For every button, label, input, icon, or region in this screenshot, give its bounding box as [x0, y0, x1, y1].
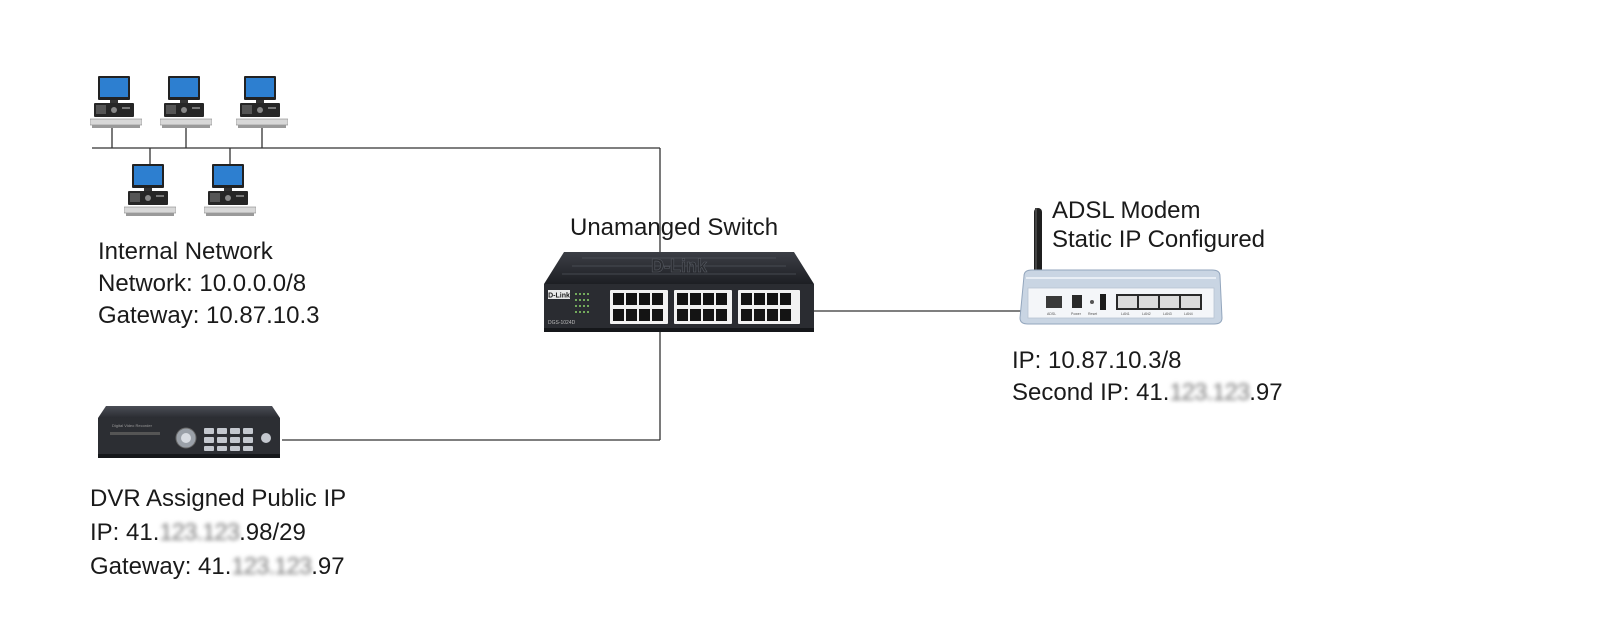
dvr-ip-prefix: IP: 41. — [90, 519, 160, 546]
modem-ip: IP: 10.87.10.3/8 — [1012, 347, 1182, 374]
modem-ip-info: IP: 10.87.10.3/8 Second IP: 41.123.123.9… — [1012, 345, 1283, 409]
dvr-gateway-suffix: .97 — [311, 553, 345, 580]
desktop-computer-icon — [203, 164, 257, 216]
dvr-recorder: Digital Video Recorder — [96, 404, 282, 464]
modem-port-power-label: Power — [1071, 312, 1082, 316]
adsl-modem-icon: ADSL Power Reset LAN1 LAN2 LAN3 LAN4 — [1019, 208, 1223, 325]
dvr-ip-redacted: 123.123 — [159, 519, 240, 546]
workstation-2 — [159, 74, 213, 130]
modem-port-lan2-label: LAN2 — [1142, 312, 1151, 316]
dvr-caption: Digital Video Recorder — [112, 423, 153, 428]
desktop-computer-icon — [123, 164, 177, 216]
modem-second-ip-prefix: Second IP: 41. — [1012, 379, 1170, 406]
dvr-ip: IP: 41.123.123.98/29 — [90, 516, 346, 550]
workstation-5 — [203, 162, 257, 218]
dvr-ip-suffix: .98/29 — [239, 519, 306, 546]
dvr-title: DVR Assigned Public IP — [90, 485, 347, 512]
desktop-computer-icon — [159, 76, 213, 128]
dvr-gateway: Gateway: 41.123.123.97 — [90, 550, 346, 584]
modem-label: ADSL Modem Static IP Configured — [1052, 196, 1265, 254]
dvr-recorder-icon: Digital Video Recorder — [98, 406, 280, 458]
modem-port-lan4-label: LAN4 — [1184, 312, 1193, 316]
modem-second-ip: Second IP: 41.123.123.97 — [1012, 377, 1283, 409]
modem-subtitle: Static IP Configured — [1052, 226, 1266, 253]
modem-second-ip-suffix: .97 — [1249, 379, 1283, 406]
dvr-gateway-redacted: 123.123 — [231, 553, 312, 580]
switch-brand-logo: D-Link — [548, 293, 570, 300]
internal-network-label: Internal Network Network: 10.0.0.0/8 Gat… — [98, 236, 319, 332]
workstation-4 — [123, 162, 177, 218]
internal-network-title: Internal Network — [98, 238, 273, 265]
adsl-modem: ADSL Power Reset LAN1 LAN2 LAN3 LAN4 — [1016, 206, 1226, 330]
network-switch-icon: D-Link D-Link DGS-1024D — [544, 252, 814, 332]
switch-model-badge: DGS-1024D — [548, 320, 576, 326]
desktop-computer-icon — [235, 76, 289, 128]
workstation-3 — [235, 74, 289, 130]
workstation-1 — [89, 74, 143, 130]
modem-port-adsl-label: ADSL — [1047, 312, 1056, 316]
modem-title: ADSL Modem — [1052, 197, 1201, 224]
modem-port-lan3-label: LAN3 — [1163, 312, 1172, 316]
internal-network-address: Network: 10.0.0.0/8 — [98, 270, 307, 297]
switch-brand-emboss: D-Link — [651, 256, 708, 276]
desktop-computer-icon — [89, 76, 143, 128]
modem-port-reset-label: Reset — [1088, 312, 1097, 316]
dvr-label: DVR Assigned Public IP IP: 41.123.123.98… — [90, 482, 346, 584]
network-switch: D-Link D-Link DGS-1024D — [542, 250, 816, 334]
modem-port-lan1-label: LAN1 — [1121, 312, 1130, 316]
dvr-gateway-prefix: Gateway: 41. — [90, 553, 232, 580]
modem-second-ip-redacted: 123.123 — [1169, 379, 1250, 406]
switch-label: Unamanged Switch — [570, 214, 779, 241]
internal-network-gateway: Gateway: 10.87.10.3 — [98, 302, 320, 329]
